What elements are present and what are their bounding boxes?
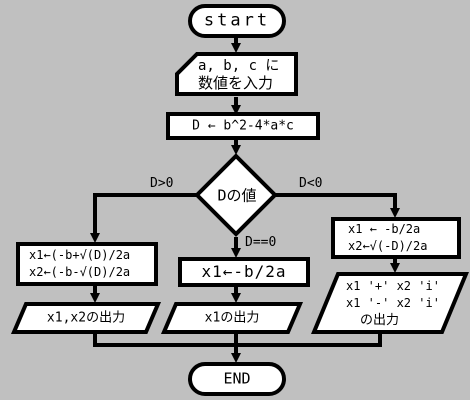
input-label-line1: a, b, c に [198,58,280,74]
branch-label-zero: D==0 [245,235,277,250]
merge-right [236,333,382,347]
mid-output-label: x1の出力 [204,310,260,326]
connectors [90,36,400,363]
arrow-decision-left [90,193,198,243]
left-output-parallelogram [10,302,162,334]
right-output-parallelogram [311,272,469,334]
compute-d-box [166,112,320,140]
right-calc-line1: x1 ← -b/2a [348,222,421,236]
left-output-label: x1,x2の出力 [46,310,126,326]
end-label: END [223,369,251,388]
mid-output-parallelogram [160,302,304,334]
start-label: start [203,10,271,31]
compute-d-label: D ← b^2-4*a*c [192,118,294,134]
left-calc-box [16,242,158,286]
right-calc-box [331,217,461,259]
right-output-line2: x1 '-' x2 'i' [346,296,440,310]
decision-diamond [194,153,278,237]
mid-calc-box [178,257,310,287]
input-node [175,52,298,96]
end-terminal [188,362,286,396]
branch-label-negative: D<0 [299,176,323,191]
input-label-line2: 数値を入力 [198,74,274,92]
branch-label-positive: D>0 [150,176,174,191]
decision-label: Dの値 [217,186,257,205]
arrow-decision-right [275,193,400,218]
start-terminal [188,4,286,38]
right-output-line3: の出力 [360,313,400,328]
merge-left [93,333,236,347]
mid-calc-label: x1←-b/2a [201,262,287,281]
right-output-line1: x1 '+' x2 'i' [346,279,440,293]
left-calc-line1: x1←(-b+√(D)/2a [29,248,131,262]
left-calc-line2: x2←(-b-√(D)/2a [29,265,131,279]
right-calc-line2: x2←√(-D)/2a [348,239,428,253]
